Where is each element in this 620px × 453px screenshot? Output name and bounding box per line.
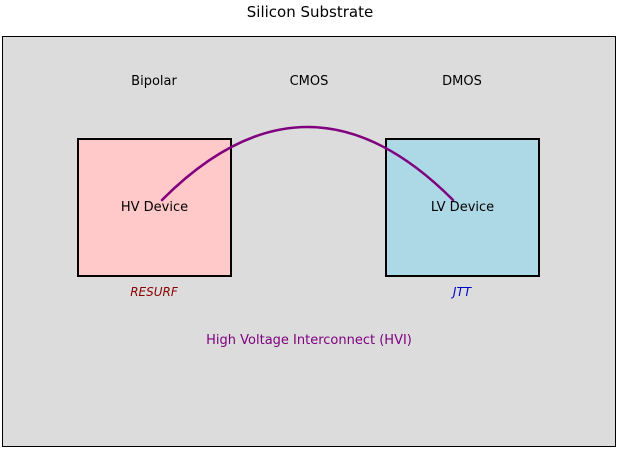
lv-technology-label: JTT [452, 285, 472, 299]
interconnect-label: High Voltage Interconnect (HVI) [206, 333, 412, 348]
hv-technology-label: RESURF [130, 285, 178, 299]
lv-device-label: LV Device [430, 200, 495, 215]
hv-device-label: HV Device [120, 200, 189, 215]
lv-device-box: LV Device [385, 138, 540, 277]
region-label-cmos: CMOS [289, 74, 329, 89]
region-label-bipolar: Bipolar [131, 74, 177, 89]
figure-title: Silicon Substrate [246, 3, 374, 21]
hv-device-box: HV Device [77, 138, 232, 277]
region-label-dmos: DMOS [442, 74, 482, 89]
